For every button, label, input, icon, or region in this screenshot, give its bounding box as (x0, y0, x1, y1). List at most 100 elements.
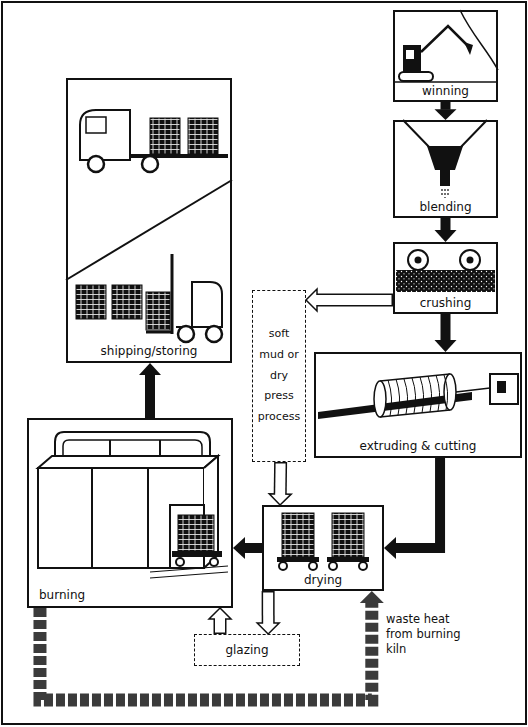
kiln-cart (172, 551, 222, 557)
drive-shaft (456, 388, 490, 392)
cart-wheel (309, 562, 317, 570)
node-label: burning (39, 588, 85, 602)
extruder-panel (497, 381, 506, 393)
arrow-fill (263, 593, 273, 626)
truck-wheel (142, 156, 158, 172)
brick-pallet (188, 118, 218, 154)
arrow-outline (213, 619, 226, 635)
crusher-roller (460, 250, 480, 270)
excavator-bucket (464, 42, 473, 55)
cutting-wires (388, 375, 448, 416)
arrow-head (384, 537, 396, 559)
arrow-fill (275, 464, 285, 497)
flow-arrow (435, 218, 457, 242)
node-label: drying (304, 573, 342, 587)
hopper (427, 146, 463, 170)
brick-chain (40, 603, 372, 701)
kiln-roof (38, 456, 218, 468)
node-label: glazing (225, 643, 268, 657)
excavator-window (406, 50, 414, 59)
excavator-track (399, 72, 433, 81)
arrow-shaft (245, 543, 263, 553)
connector-label: waste heat from burning kiln (386, 612, 468, 657)
flow-arrow (233, 537, 262, 559)
arrow-head (360, 591, 384, 603)
arrow-fill (315, 295, 392, 305)
arrow-shaft (145, 375, 155, 419)
excavator-cab (403, 45, 421, 73)
excavator-boom (421, 26, 468, 52)
arrow-shaft (440, 314, 450, 341)
brick-pallet (146, 292, 170, 330)
node-label: blending (419, 200, 471, 214)
cart-wheel (359, 562, 367, 570)
forklift-mast (171, 254, 174, 334)
brick-stack (332, 513, 364, 557)
flow-arrow (209, 608, 231, 634)
flow-arrow (384, 458, 440, 559)
node-label: crushing (420, 296, 472, 310)
process-box: shipping/storing (66, 78, 232, 363)
kiln-duct (55, 432, 210, 458)
alternative-process-box: soft mud or dry press process (252, 290, 306, 462)
flow-arrow (434, 314, 456, 352)
arrow-shaft (396, 458, 441, 548)
hillside (460, 10, 498, 70)
forklift-wheel (206, 326, 222, 342)
arrow-fill (215, 617, 225, 633)
node-label: extruding & cutting (360, 439, 477, 453)
truck-window (86, 117, 106, 133)
kiln-rails (150, 566, 228, 578)
forklift-wheel (178, 326, 194, 342)
arrow-head (435, 109, 457, 120)
flow-arrow (269, 462, 291, 505)
arrow-outline (317, 293, 394, 306)
kiln-section-line (92, 468, 148, 568)
node-label: winning (422, 84, 469, 98)
process-box: winning (393, 10, 498, 102)
flow-arrow (139, 363, 161, 418)
forklift-forks (146, 331, 172, 334)
arrow-head (435, 230, 457, 242)
divider-line (66, 180, 232, 280)
arrow-head (306, 289, 317, 311)
optional-process-box: glazing (194, 634, 300, 666)
arrow-head (269, 494, 291, 505)
arrow-head (233, 537, 245, 559)
cutter-drum (380, 374, 450, 417)
cart-wheel (329, 562, 337, 570)
brick-pallet (76, 285, 106, 319)
crusher-roller (408, 250, 428, 270)
kiln-cart-bricks (178, 515, 214, 551)
arrow-shaft (441, 102, 451, 110)
truck-cab (80, 110, 130, 160)
heat-return-arrow (40, 591, 384, 700)
cart-wheel (210, 558, 218, 566)
arrow-head (257, 623, 279, 634)
flow-arrow (257, 591, 279, 634)
arrow-outline (262, 591, 275, 624)
flow-arrow (435, 102, 457, 120)
node-label: shipping/storing (101, 344, 198, 358)
brick-pallet (150, 118, 180, 154)
process-box: extruding & cutting (314, 352, 522, 458)
hopper-cables (403, 120, 487, 150)
cart-wheel (279, 562, 287, 570)
clay-drips (442, 189, 448, 198)
flow-arrow (306, 289, 393, 311)
drum-end (374, 381, 386, 417)
cart-wheel (176, 558, 184, 566)
crushed-clay (396, 270, 495, 292)
arrow-head (209, 608, 231, 619)
brick-pallet (112, 285, 142, 319)
process-box: drying (262, 505, 384, 591)
process-box: crushing (393, 242, 498, 314)
roller-hub (467, 257, 474, 264)
hopper-nozzle (440, 170, 450, 186)
arrow-head (139, 363, 161, 375)
roller-hub (415, 257, 422, 264)
arrow-shaft (441, 218, 451, 231)
